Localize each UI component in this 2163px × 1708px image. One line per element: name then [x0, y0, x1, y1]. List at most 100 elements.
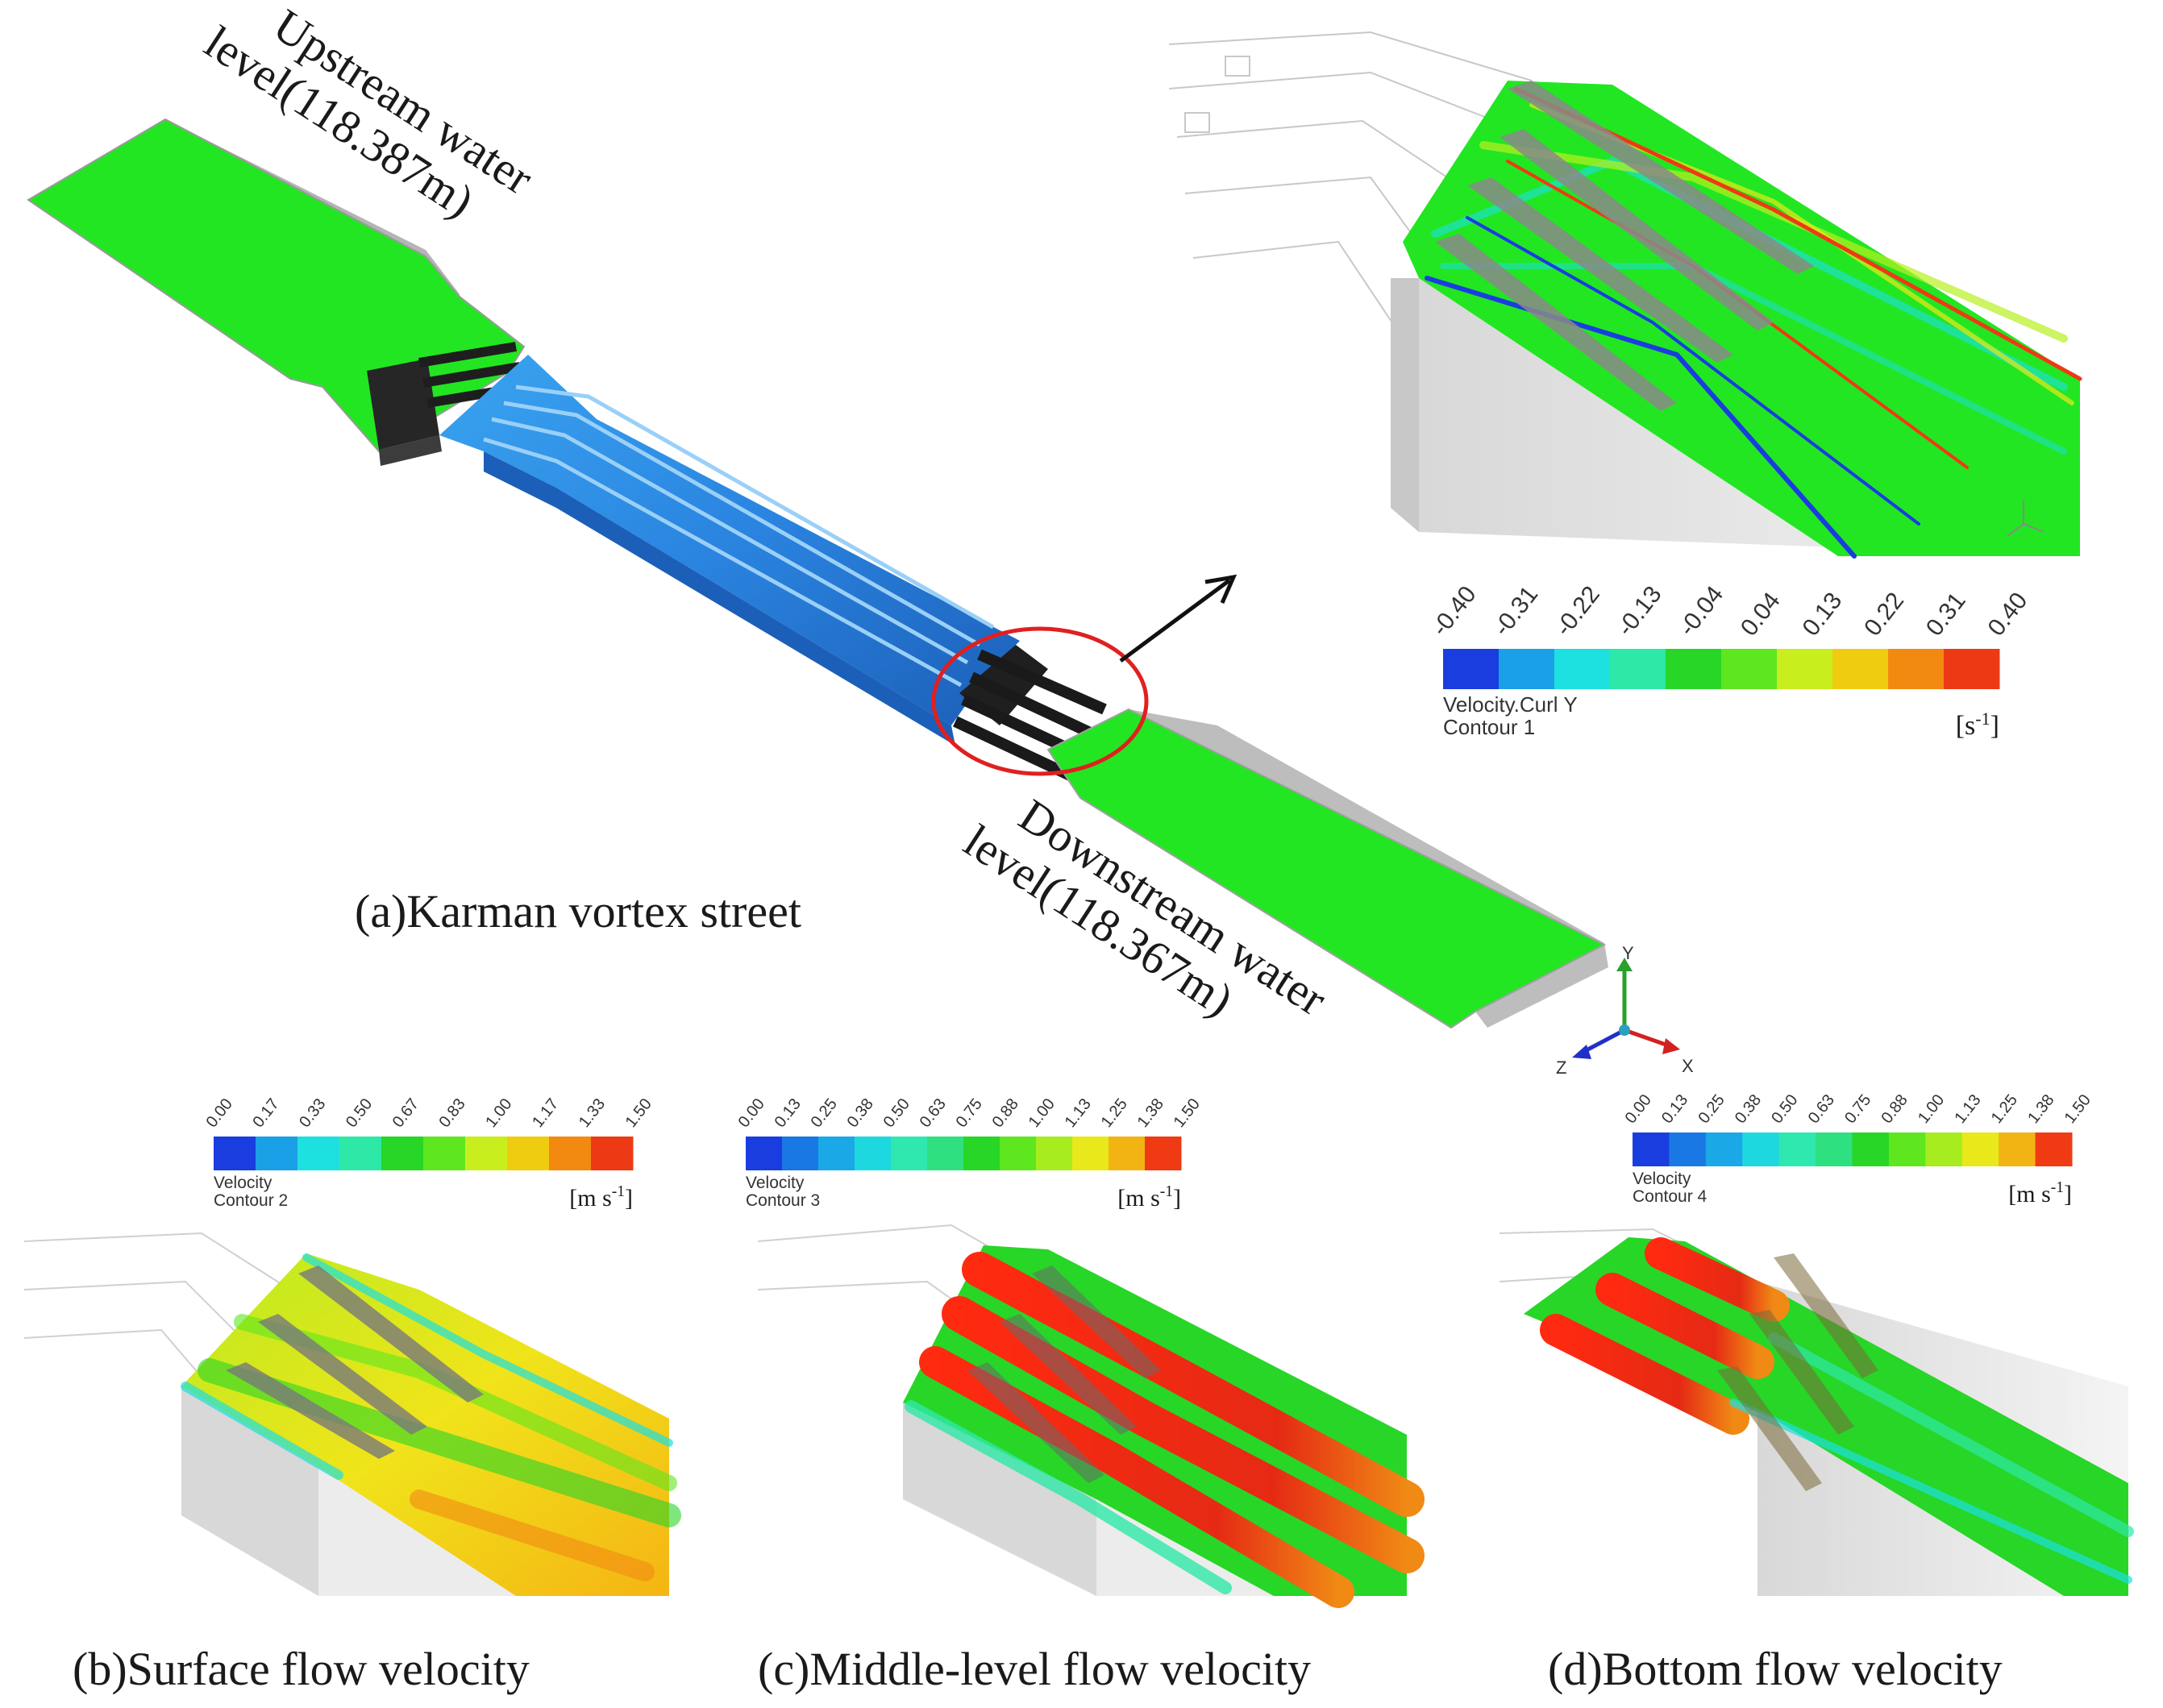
colorbar-swatch — [1944, 649, 2000, 689]
caption-a: (a)Karman vortex street — [355, 885, 801, 937]
colorbar-tick-label: 1.00 — [1025, 1095, 1059, 1131]
colorbar-swatch — [1705, 1132, 1743, 1166]
colorbar-swatch — [1443, 649, 1500, 689]
colorbar-tick-label: 0.83 — [435, 1095, 468, 1131]
colorbar-swatch — [1777, 649, 1833, 689]
colorbar-tick-label: -0.31 — [1488, 581, 1543, 641]
colorbar-swatch — [1888, 649, 1945, 689]
svg-text:Y: Y — [1622, 943, 1634, 963]
colorbar-swatch — [549, 1137, 592, 1170]
colorbar-tick-label: 0.25 — [1695, 1091, 1728, 1127]
inset-small-triad — [2007, 500, 2044, 537]
colorbar-unit: [s-1] — [1956, 709, 1999, 741]
inlet-piers — [367, 342, 525, 466]
colorbar-tick-label: 0.63 — [917, 1095, 950, 1131]
colorbar-tick-label: 0.63 — [1805, 1091, 1838, 1127]
colorbar-tick-label: 0.13 — [1798, 588, 1848, 641]
colorbar-title: Velocity — [214, 1174, 272, 1192]
colorbar-swatch — [1554, 649, 1611, 689]
colorbar-tick-label: -0.22 — [1550, 581, 1605, 641]
inset-piers — [1435, 81, 1814, 411]
colorbar-tick-label: 0.00 — [735, 1095, 768, 1131]
colorbar-tick-label: 0.31 — [1921, 588, 1971, 641]
caption-d: (d)Bottom flow velocity — [1548, 1643, 2003, 1695]
colorbar-title: Velocity — [1633, 1170, 1691, 1188]
colorbar-tick-label: 0.00 — [203, 1095, 236, 1131]
colorbar-title: Velocity.Curl Y — [1443, 692, 1578, 717]
colorbar-tick-label: 1.00 — [1915, 1091, 1948, 1127]
colorbar-swatch — [214, 1137, 256, 1170]
colorbar-swatch — [381, 1137, 424, 1170]
colorbar-tick-label: 1.50 — [2061, 1091, 2094, 1127]
colorbar-swatch — [1778, 1132, 1816, 1166]
colorbar-tick-label: -0.04 — [1674, 581, 1728, 641]
colorbar-swatch — [1610, 649, 1666, 689]
colorbar-tick-label: 1.38 — [1134, 1095, 1167, 1131]
colorbar-tick-label: 1.50 — [622, 1095, 655, 1131]
colorbar-swatch — [1036, 1137, 1073, 1170]
colorbar-swatch — [423, 1137, 466, 1170]
colorbar-swatch — [465, 1137, 508, 1170]
colorbar-swatch — [1999, 1132, 2036, 1166]
colorbar-tick-label: 1.38 — [2024, 1091, 2057, 1127]
colorbar-tick-label: 0.75 — [953, 1095, 986, 1131]
colorbar-tick-label: 0.67 — [389, 1095, 422, 1131]
colorbar-unit: [m s-1] — [569, 1183, 633, 1211]
colorbar-tick-label: 1.33 — [576, 1095, 609, 1131]
colorbar-tick-label: 0.04 — [1736, 588, 1786, 641]
colorbar-tick-label: 0.17 — [249, 1095, 282, 1131]
colorbar-swatch — [1888, 1132, 1926, 1166]
colorbar-tick-label: 1.17 — [529, 1095, 562, 1131]
colorbar-tick-label: 0.33 — [296, 1095, 329, 1131]
colorbar-tick-label: 0.22 — [1859, 588, 1909, 641]
colorbar-swatch — [591, 1137, 634, 1170]
colorbar-swatch — [1072, 1137, 1109, 1170]
colorbar-swatch — [1832, 649, 1889, 689]
colorbar-tick-label: 1.50 — [1171, 1095, 1204, 1131]
colorbar-swatch — [1852, 1132, 1890, 1166]
colorbar-unit: [m s-1] — [2008, 1179, 2072, 1207]
colorbar-tick-label: 1.25 — [1098, 1095, 1131, 1131]
colorbar-swatch — [2035, 1132, 2073, 1166]
channel-ridges — [483, 384, 995, 688]
surface-velocity-inset: (b)Surface flow velocity — [23, 1232, 681, 1695]
colorbar-tick-label: 0.88 — [1878, 1091, 1911, 1127]
colorbar-swatch — [1633, 1132, 1670, 1166]
colorbar-swatch — [339, 1137, 382, 1170]
colorbar-swatch — [782, 1137, 819, 1170]
colorbar-swatch — [507, 1137, 550, 1170]
colorbar-tick-label: 1.25 — [1988, 1091, 2021, 1127]
colorbar-tick-label: 0.50 — [880, 1095, 913, 1131]
axis-triad: Y X Z — [1556, 943, 1694, 1078]
colorbar-tick-label: 0.25 — [808, 1095, 841, 1131]
colorbar-swatch — [1109, 1137, 1146, 1170]
zoom-arrow — [1119, 574, 1237, 663]
colorbar-swatch — [746, 1137, 783, 1170]
bottom-velocity-inset: (d)Bottom flow velocity — [1499, 1228, 2134, 1695]
colorbar-swatch — [1721, 649, 1778, 689]
colorbar-swatch — [855, 1137, 892, 1170]
colorbar-swatch — [1742, 1132, 1780, 1166]
colorbar-tick-label: 0.75 — [1841, 1091, 1874, 1127]
svg-text:Z: Z — [1556, 1058, 1566, 1078]
colorbar-subtitle: Contour 1 — [1443, 715, 1535, 739]
middle-velocity-inset: (c)Middle-level flow velocity — [757, 1224, 1425, 1695]
colorbar-title: Velocity — [746, 1174, 805, 1192]
colorbar-swatch — [1669, 1132, 1707, 1166]
colorbar-swatch — [891, 1137, 928, 1170]
colorbar-swatch — [1145, 1137, 1182, 1170]
colorbar-tick-label: 0.13 — [1658, 1091, 1691, 1127]
caption-c: (c)Middle-level flow velocity — [758, 1643, 1311, 1695]
colorbar-swatch — [1961, 1132, 1999, 1166]
colorbar-swatch — [1816, 1132, 1853, 1166]
colorbar-tick-label: 0.38 — [844, 1095, 877, 1131]
downstream-reservoir-surface — [1046, 708, 1607, 1029]
colorbar-swatch — [256, 1137, 298, 1170]
colorbar-tick-label: -0.40 — [1427, 581, 1482, 641]
colorbar-swatch — [1000, 1137, 1037, 1170]
colorbar-subtitle: Contour 2 — [214, 1191, 288, 1210]
